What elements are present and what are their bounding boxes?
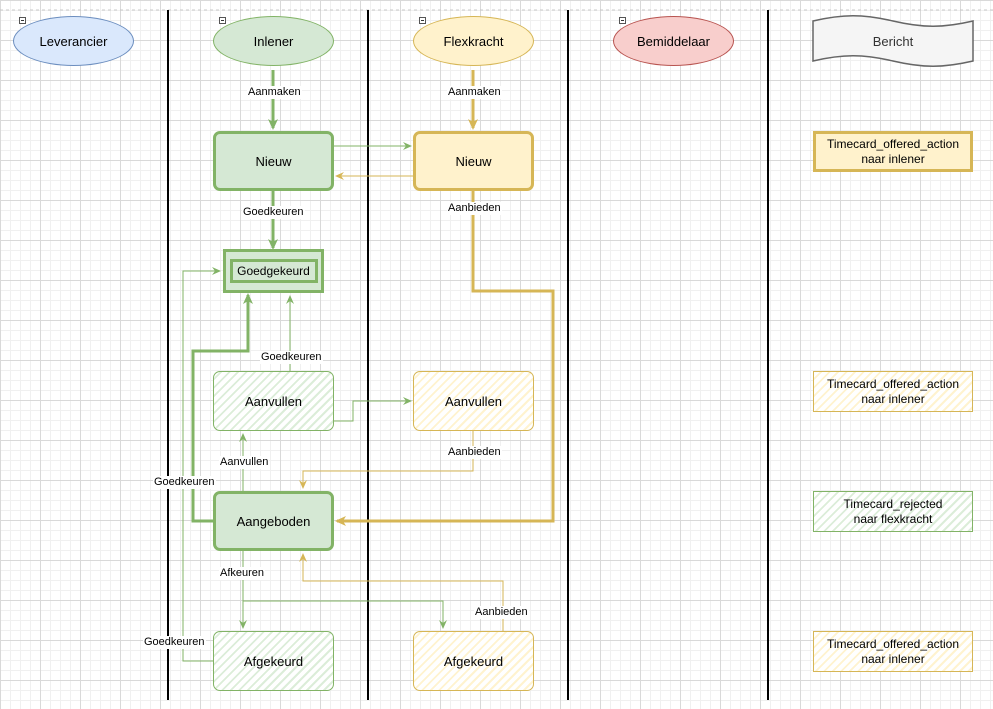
state-inlener-aanvullen[interactable]: Aanvullen [213,371,334,431]
edge-label-goedkeuren: Goedkeuren [143,636,206,649]
message-line: naar inlener [861,651,925,666]
edge-label-aanmaken: Aanmaken [247,86,302,99]
lane-header-flexkracht[interactable]: Flexkracht [413,16,534,66]
state-label: Aanvullen [444,393,503,409]
state-flex-nieuw[interactable]: Nieuw [413,131,534,191]
lane-header-bericht[interactable]: Bericht [813,21,973,61]
state-label: Aangeboden [236,513,311,529]
state-inlener-afgekeurd[interactable]: Afgekeurd [213,631,334,691]
collapse-toggle-icon[interactable] [219,17,226,24]
message-line: Timecard_rejected [843,496,943,511]
lane-header-label: Bemiddelaar [637,33,710,49]
message-line: Timecard_offered_action [826,636,960,651]
edge-label-goedkeuren: Goedkeuren [153,476,216,489]
state-label: Aanvullen [244,393,303,409]
collapse-toggle-icon[interactable] [19,17,26,24]
lane-header-leverancier[interactable]: Leverancier [13,16,134,66]
message-box[interactable]: Timecard_rejected naar flexkracht [813,491,973,532]
message-line: Timecard_offered_action [826,376,960,391]
state-label: Afgekeurd [243,653,304,669]
state-label: Nieuw [255,153,292,169]
edge-label-aanbieden: Aanbieden [447,446,502,459]
edge-label-goedkeuren: Goedkeuren [242,206,305,219]
bericht-header-shape [812,15,974,67]
state-flex-aanvullen[interactable]: Aanvullen [413,371,534,431]
state-aangeboden[interactable]: Aangeboden [213,491,334,551]
lane-header-bemiddelaar[interactable]: Bemiddelaar [613,16,734,66]
collapse-toggle-icon[interactable] [419,17,426,24]
state-label: Afgekeurd [443,653,504,669]
state-goedgekeurd[interactable]: Goedgekeurd [223,249,324,293]
collapse-toggle-icon[interactable] [619,17,626,24]
lane-header-inlener[interactable]: Inlener [213,16,334,66]
edge-goedkeuren-afgekeurd[interactable] [182,267,221,662]
message-box[interactable]: Timecard_offered_action naar inlener [813,131,973,172]
lane-header-label: Inlener [253,33,294,49]
edge-label-afkeuren: Afkeuren [219,567,266,580]
message-box[interactable]: Timecard_offered_action naar inlener [813,371,973,412]
edge-label-aanbieden: Aanbieden [447,202,502,215]
edge-label-goedkeuren: Goedkeuren [260,351,323,364]
state-label: Goedgekeurd [237,263,310,278]
message-line: Timecard_offered_action [826,136,960,151]
edge-afkeuren-to-flex[interactable] [243,600,447,629]
message-line: naar inlener [861,151,925,166]
state-goedgekeurd-inner: Goedgekeurd [229,259,318,283]
edge-aanvullen-to-flex[interactable] [333,397,412,422]
message-box[interactable]: Timecard_offered_action naar inlener [813,631,973,672]
message-line: naar flexkracht [853,511,933,526]
edge-label-aanbieden: Aanbieden [474,606,529,619]
message-line: naar inlener [861,391,925,406]
state-inlener-nieuw[interactable]: Nieuw [213,131,334,191]
lane-header-label: Leverancier [39,33,108,49]
edge-aanbieden-flex-aanvullen[interactable] [299,431,474,489]
edge-label-aanmaken: Aanmaken [447,86,502,99]
edge-goedkeuren-aangeboden[interactable] [191,293,253,523]
state-flex-afgekeurd[interactable]: Afgekeurd [413,631,534,691]
edge-aanbieden-flex-nieuw[interactable] [335,190,555,526]
edge-aanbieden-flex-afgekeurd[interactable] [299,553,504,631]
state-label: Nieuw [455,153,492,169]
lane-header-label: Bericht [872,33,914,49]
edge-label-aanvullen: Aanvullen [219,456,270,469]
lane-header-label: Flexkracht [443,33,504,49]
